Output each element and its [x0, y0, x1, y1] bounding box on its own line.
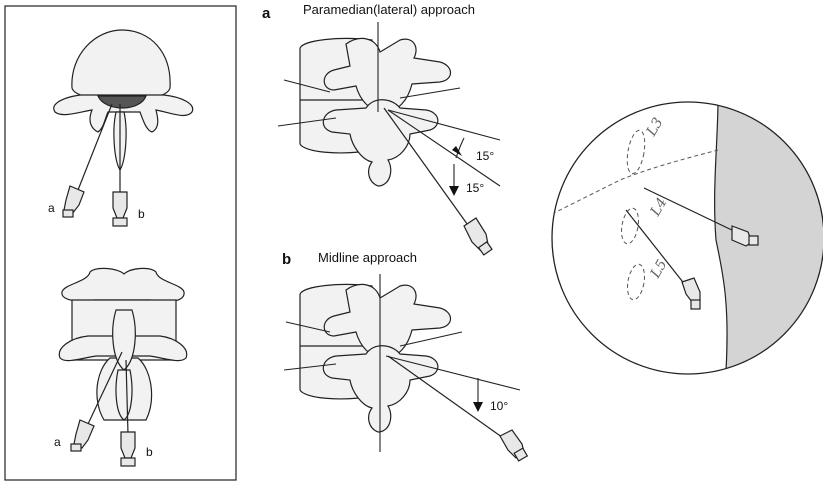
arrow-2: [449, 186, 459, 196]
paramedian-needle-cap: [477, 241, 493, 256]
needle-a-bottom-hub: [73, 419, 95, 449]
paramedian-lower-posterior: [322, 99, 439, 187]
paramedian-left-ref: [283, 79, 331, 93]
needle-a-bottom-cap: [70, 443, 82, 452]
midline-left-ref-2: [283, 363, 337, 371]
radiograph-needle-2-cap: [690, 299, 701, 310]
spinous-process-lower: [115, 369, 133, 421]
needle-label-b-bottom: b: [146, 445, 153, 459]
axial-vertebra-illustration: [53, 29, 194, 172]
radiograph-needle-2-shaft: [625, 209, 687, 287]
radiograph-outline: [551, 101, 823, 375]
radiograph-circle: [551, 101, 823, 375]
paramedian-needle: [383, 107, 493, 256]
needle-a-bottom-shaft: [87, 351, 123, 425]
paramedian-guide-lines: [277, 22, 501, 194]
needle-label-b-top: b: [138, 207, 145, 221]
panel-b-letter: b: [282, 251, 292, 268]
posterior-arch: [53, 94, 194, 133]
arrow-1: [452, 146, 462, 156]
l4-outline: [621, 207, 639, 245]
upper-vertebra: [61, 267, 185, 303]
angle-label-3: 10°: [490, 399, 509, 413]
paramedian-spine-illustration: [299, 37, 452, 187]
vertebral-body: [71, 29, 171, 101]
midline-ref-right: [399, 331, 463, 347]
panel-b-title: Midline approach: [318, 250, 418, 265]
needle-b-bottom-hub: [120, 431, 136, 459]
angle-label-1: 15°: [476, 149, 495, 163]
paramedian-needle-shaft: [383, 107, 471, 229]
midline-needle: [387, 355, 529, 462]
midline-left-ref: [285, 321, 331, 333]
midline-spine-illustration: [299, 283, 452, 433]
l3-outline: [626, 129, 646, 175]
needle-b-top-cap: [112, 217, 128, 227]
needle-b-top-hub: [112, 191, 128, 219]
panel-a-letter: a: [262, 5, 271, 22]
needle-label-a-top: a: [48, 201, 55, 215]
posterior-spine-illustration: [58, 267, 188, 421]
needle-a-top-shaft: [77, 103, 113, 191]
midline-lower-posterior: [322, 345, 439, 433]
midline-upper-posterior: [323, 283, 452, 359]
paramedian-angle-line-1: [387, 109, 501, 141]
radiograph-needle-1-cap: [748, 235, 759, 246]
paramedian-arc-1: [455, 137, 465, 159]
arrow-3: [473, 402, 483, 412]
l5-outline: [627, 263, 645, 301]
midline-needle-shaft: [387, 355, 507, 441]
midline-needle-cap: [513, 447, 529, 462]
spinal-canal: [97, 95, 147, 109]
radiograph-needle-1-shaft: [643, 187, 737, 233]
paramedian-upper-posterior: [323, 37, 452, 113]
radiograph-soft-tissue-edge: [714, 102, 728, 371]
needle-label-a-bottom: a: [54, 435, 61, 449]
needle-a-top-cap: [62, 209, 74, 218]
paramedian-arrows: [449, 146, 462, 196]
radiograph-shaded-region: [714, 102, 823, 374]
paramedian-left-ref-2: [277, 117, 337, 127]
midline-arrows: [473, 402, 483, 412]
needle-b-bottom-cap: [120, 457, 136, 467]
paramedian-ref-right: [399, 87, 461, 99]
left-panel-frame: [4, 5, 237, 481]
needle-b-bottom-shaft: [125, 359, 129, 435]
paramedian-angle-line-2: [387, 109, 501, 187]
panel-a-title: Paramedian(lateral) approach: [303, 2, 475, 17]
posterior-needles: [70, 351, 136, 467]
angle-label-2: 15°: [466, 181, 485, 195]
axial-needles: [62, 103, 128, 227]
midline-guide-lines: [283, 274, 521, 452]
midline-angle-line-1: [385, 355, 521, 391]
radiograph-dashed-curve: [552, 149, 719, 215]
